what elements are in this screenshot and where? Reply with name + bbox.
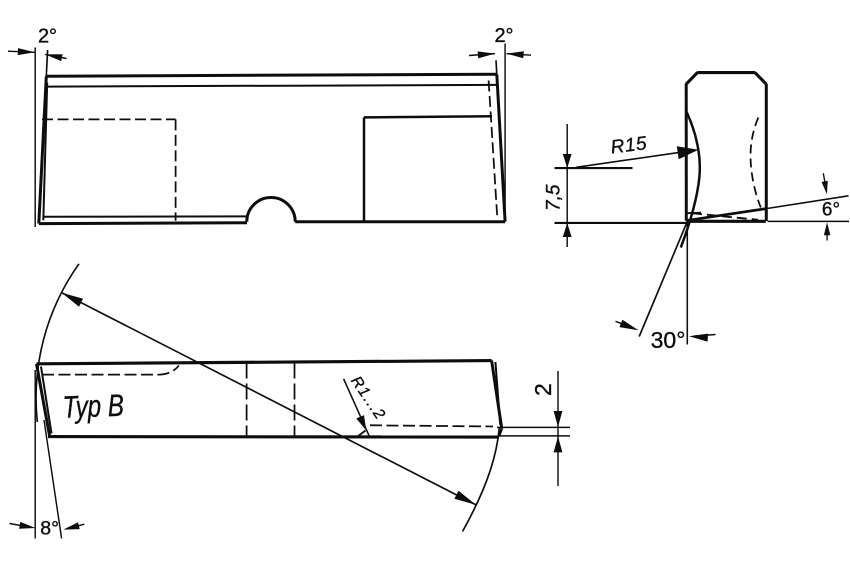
svg-text:2°: 2° bbox=[494, 25, 513, 47]
svg-text:Typ B: Typ B bbox=[62, 388, 124, 425]
svg-text:2: 2 bbox=[530, 383, 556, 396]
svg-text:30°: 30° bbox=[651, 327, 686, 353]
svg-text:6°: 6° bbox=[822, 200, 840, 221]
svg-text:7,5: 7,5 bbox=[543, 184, 564, 211]
svg-text:2°: 2° bbox=[38, 25, 57, 47]
svg-text:R15: R15 bbox=[610, 133, 649, 158]
svg-text:8°: 8° bbox=[40, 518, 59, 540]
